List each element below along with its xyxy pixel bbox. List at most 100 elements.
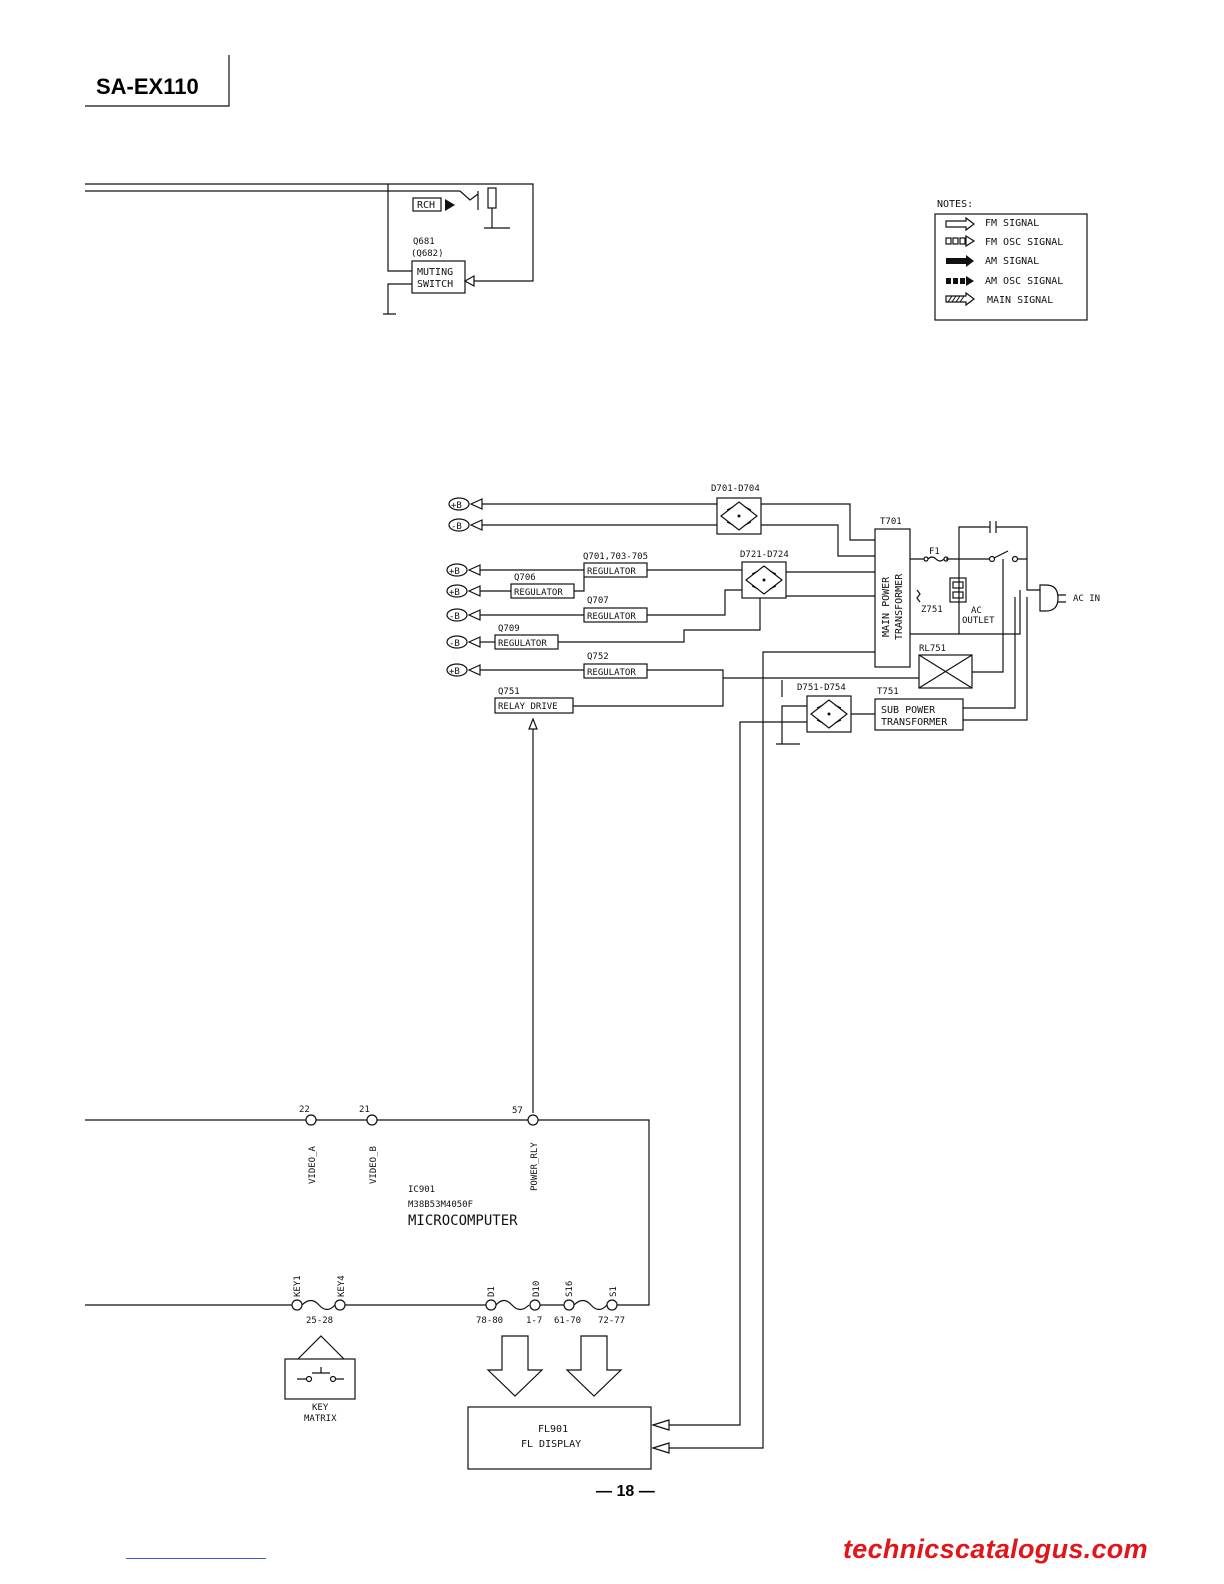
- d721-label: D721-D724: [740, 550, 789, 560]
- video-b-label: VIDEO_B: [369, 1146, 379, 1184]
- main-tf-line2: TRANSFORMER: [894, 573, 905, 640]
- muting-switch-line2: SWITCH: [417, 279, 453, 290]
- microcomputer-label: MICROCOMPUTER: [408, 1213, 518, 1229]
- s16-label: S16: [565, 1281, 575, 1297]
- ic901-label: IC901: [408, 1185, 435, 1195]
- key4-label: KEY4: [337, 1275, 347, 1297]
- pin-22: 22: [299, 1105, 310, 1115]
- f1-label: F1: [929, 547, 940, 557]
- notes-box: [934, 213, 1088, 321]
- svg-text:REGULATOR: REGULATOR: [514, 588, 563, 598]
- fm-signal-icon: [945, 216, 975, 232]
- pin-d10-node: [529, 1299, 541, 1311]
- fl-display-label: FL DISPLAY: [521, 1439, 581, 1450]
- pins-d10: 1-7: [526, 1316, 542, 1326]
- pins-d1: 78-80: [476, 1316, 503, 1326]
- fl-supply-arrow-1-icon: [650, 1419, 670, 1431]
- notes-item-main: MAIN SIGNAL: [987, 295, 1053, 306]
- rl751-label: RL751: [919, 644, 946, 654]
- pins-s16: 61-70: [554, 1316, 581, 1326]
- pin-key1-node: [291, 1299, 303, 1311]
- muting-section: RCH MUTING SWITCH Q681 (Q682): [85, 183, 534, 315]
- power-rly-label: POWER_RLY: [530, 1142, 540, 1191]
- t751-label: T751: [877, 687, 899, 697]
- pin-22-node: [305, 1114, 317, 1126]
- svg-text:+B: +B: [451, 501, 462, 511]
- notes-title: NOTES:: [937, 199, 973, 210]
- d721-bridge: [741, 561, 787, 599]
- key-matrix-box: [284, 1358, 356, 1400]
- rail-4: +B: [446, 584, 481, 598]
- regulator-q752: [583, 663, 648, 679]
- q751-label: Q751: [498, 687, 520, 697]
- q701-label: Q701,703-705: [583, 552, 648, 562]
- sub-tf-line1: SUB POWER: [881, 705, 936, 716]
- notes-legend: NOTES: FM SIGNAL FM OSC SIGNAL AM SIGNAL…: [934, 199, 1088, 321]
- pin-s1-node: [606, 1299, 618, 1311]
- svg-text:-B: -B: [449, 639, 460, 649]
- d751-bridge: [806, 695, 852, 733]
- rch-label: RCH: [417, 200, 435, 211]
- microcomputer-section: 22 21 57 VIDEO_A VIDEO_B POWER_RLY IC901…: [85, 717, 670, 1470]
- main-tf-line1: MAIN POWER: [881, 576, 892, 637]
- key-matrix-line1: KEY: [312, 1403, 329, 1413]
- pins-s1: 72-77: [598, 1316, 625, 1326]
- d10-label: D10: [532, 1281, 542, 1297]
- main-signal-icon: [945, 291, 975, 307]
- pin-21: 21: [359, 1105, 370, 1115]
- muting-switch-box: [411, 260, 466, 294]
- segment-bus-arrow-icon: [565, 1335, 623, 1397]
- s1-label: S1: [609, 1286, 619, 1297]
- fl-supply-arrow-2-icon: [650, 1442, 670, 1454]
- q709-label: Q709: [498, 624, 520, 634]
- pin-d1-node: [485, 1299, 497, 1311]
- svg-text:+B: +B: [449, 588, 460, 598]
- sub-power-transformer: [874, 698, 964, 731]
- fl901-label: FL901: [538, 1424, 568, 1435]
- sub-tf-line2: TRANSFORMER: [881, 717, 948, 728]
- d701-bridge: [716, 497, 762, 535]
- rail-5: -B: [446, 608, 481, 622]
- svg-text:+B: +B: [449, 567, 460, 577]
- digit-bus-arrow-icon: [486, 1335, 544, 1397]
- rail-1: +B: [448, 497, 483, 511]
- svg-text:+B: +B: [449, 667, 460, 677]
- ac-in-label: AC IN: [1073, 594, 1100, 604]
- q752-label: Q752: [587, 652, 609, 662]
- ic901-part: M38B53M4050F: [408, 1200, 473, 1210]
- svg-text:RELAY DRIVE: RELAY DRIVE: [498, 702, 558, 712]
- rail-2: -B: [448, 518, 483, 532]
- pin-57: 57: [512, 1106, 523, 1116]
- footer-rule: [126, 1558, 266, 1559]
- q682-label: (Q682): [411, 249, 444, 259]
- am-osc-signal-icon: [946, 276, 974, 286]
- watermark-link[interactable]: technicscatalogus.com: [843, 1534, 1148, 1564]
- main-power-transformer: [874, 528, 911, 668]
- rail-6: -B: [446, 635, 481, 649]
- pins-key: 25-28: [306, 1316, 333, 1326]
- am-signal-icon: [946, 255, 974, 267]
- ac-outlet-icon: [949, 577, 967, 603]
- notes-item-fm: FM SIGNAL: [985, 218, 1039, 229]
- ac-outlet-line1: AC: [971, 606, 982, 616]
- svg-text:REGULATOR: REGULATOR: [587, 567, 636, 577]
- notes-item-am: AM SIGNAL: [985, 256, 1039, 267]
- pin-s16-node: [563, 1299, 575, 1311]
- rail-3: +B: [446, 563, 481, 577]
- t701-label: T701: [880, 517, 902, 527]
- svg-text:-B: -B: [449, 612, 460, 622]
- page-number: — 18 —: [596, 1483, 655, 1500]
- video-a-label: VIDEO_A: [308, 1145, 318, 1184]
- key-matrix-line2: MATRIX: [304, 1414, 337, 1424]
- notes-item-am-osc: AM OSC SIGNAL: [985, 276, 1063, 287]
- notes-item-fm-osc: FM OSC SIGNAL: [985, 237, 1063, 248]
- d701-label: D701-D704: [711, 484, 760, 494]
- z751-label: Z751: [921, 605, 943, 615]
- ac-outlet-line2: OUTLET: [962, 616, 995, 626]
- key1-label: KEY1: [293, 1275, 303, 1297]
- pin-21-node: [366, 1114, 378, 1126]
- q681-label: Q681: [413, 237, 435, 247]
- rail-7: +B: [446, 663, 481, 677]
- fl-display-box: [467, 1406, 652, 1470]
